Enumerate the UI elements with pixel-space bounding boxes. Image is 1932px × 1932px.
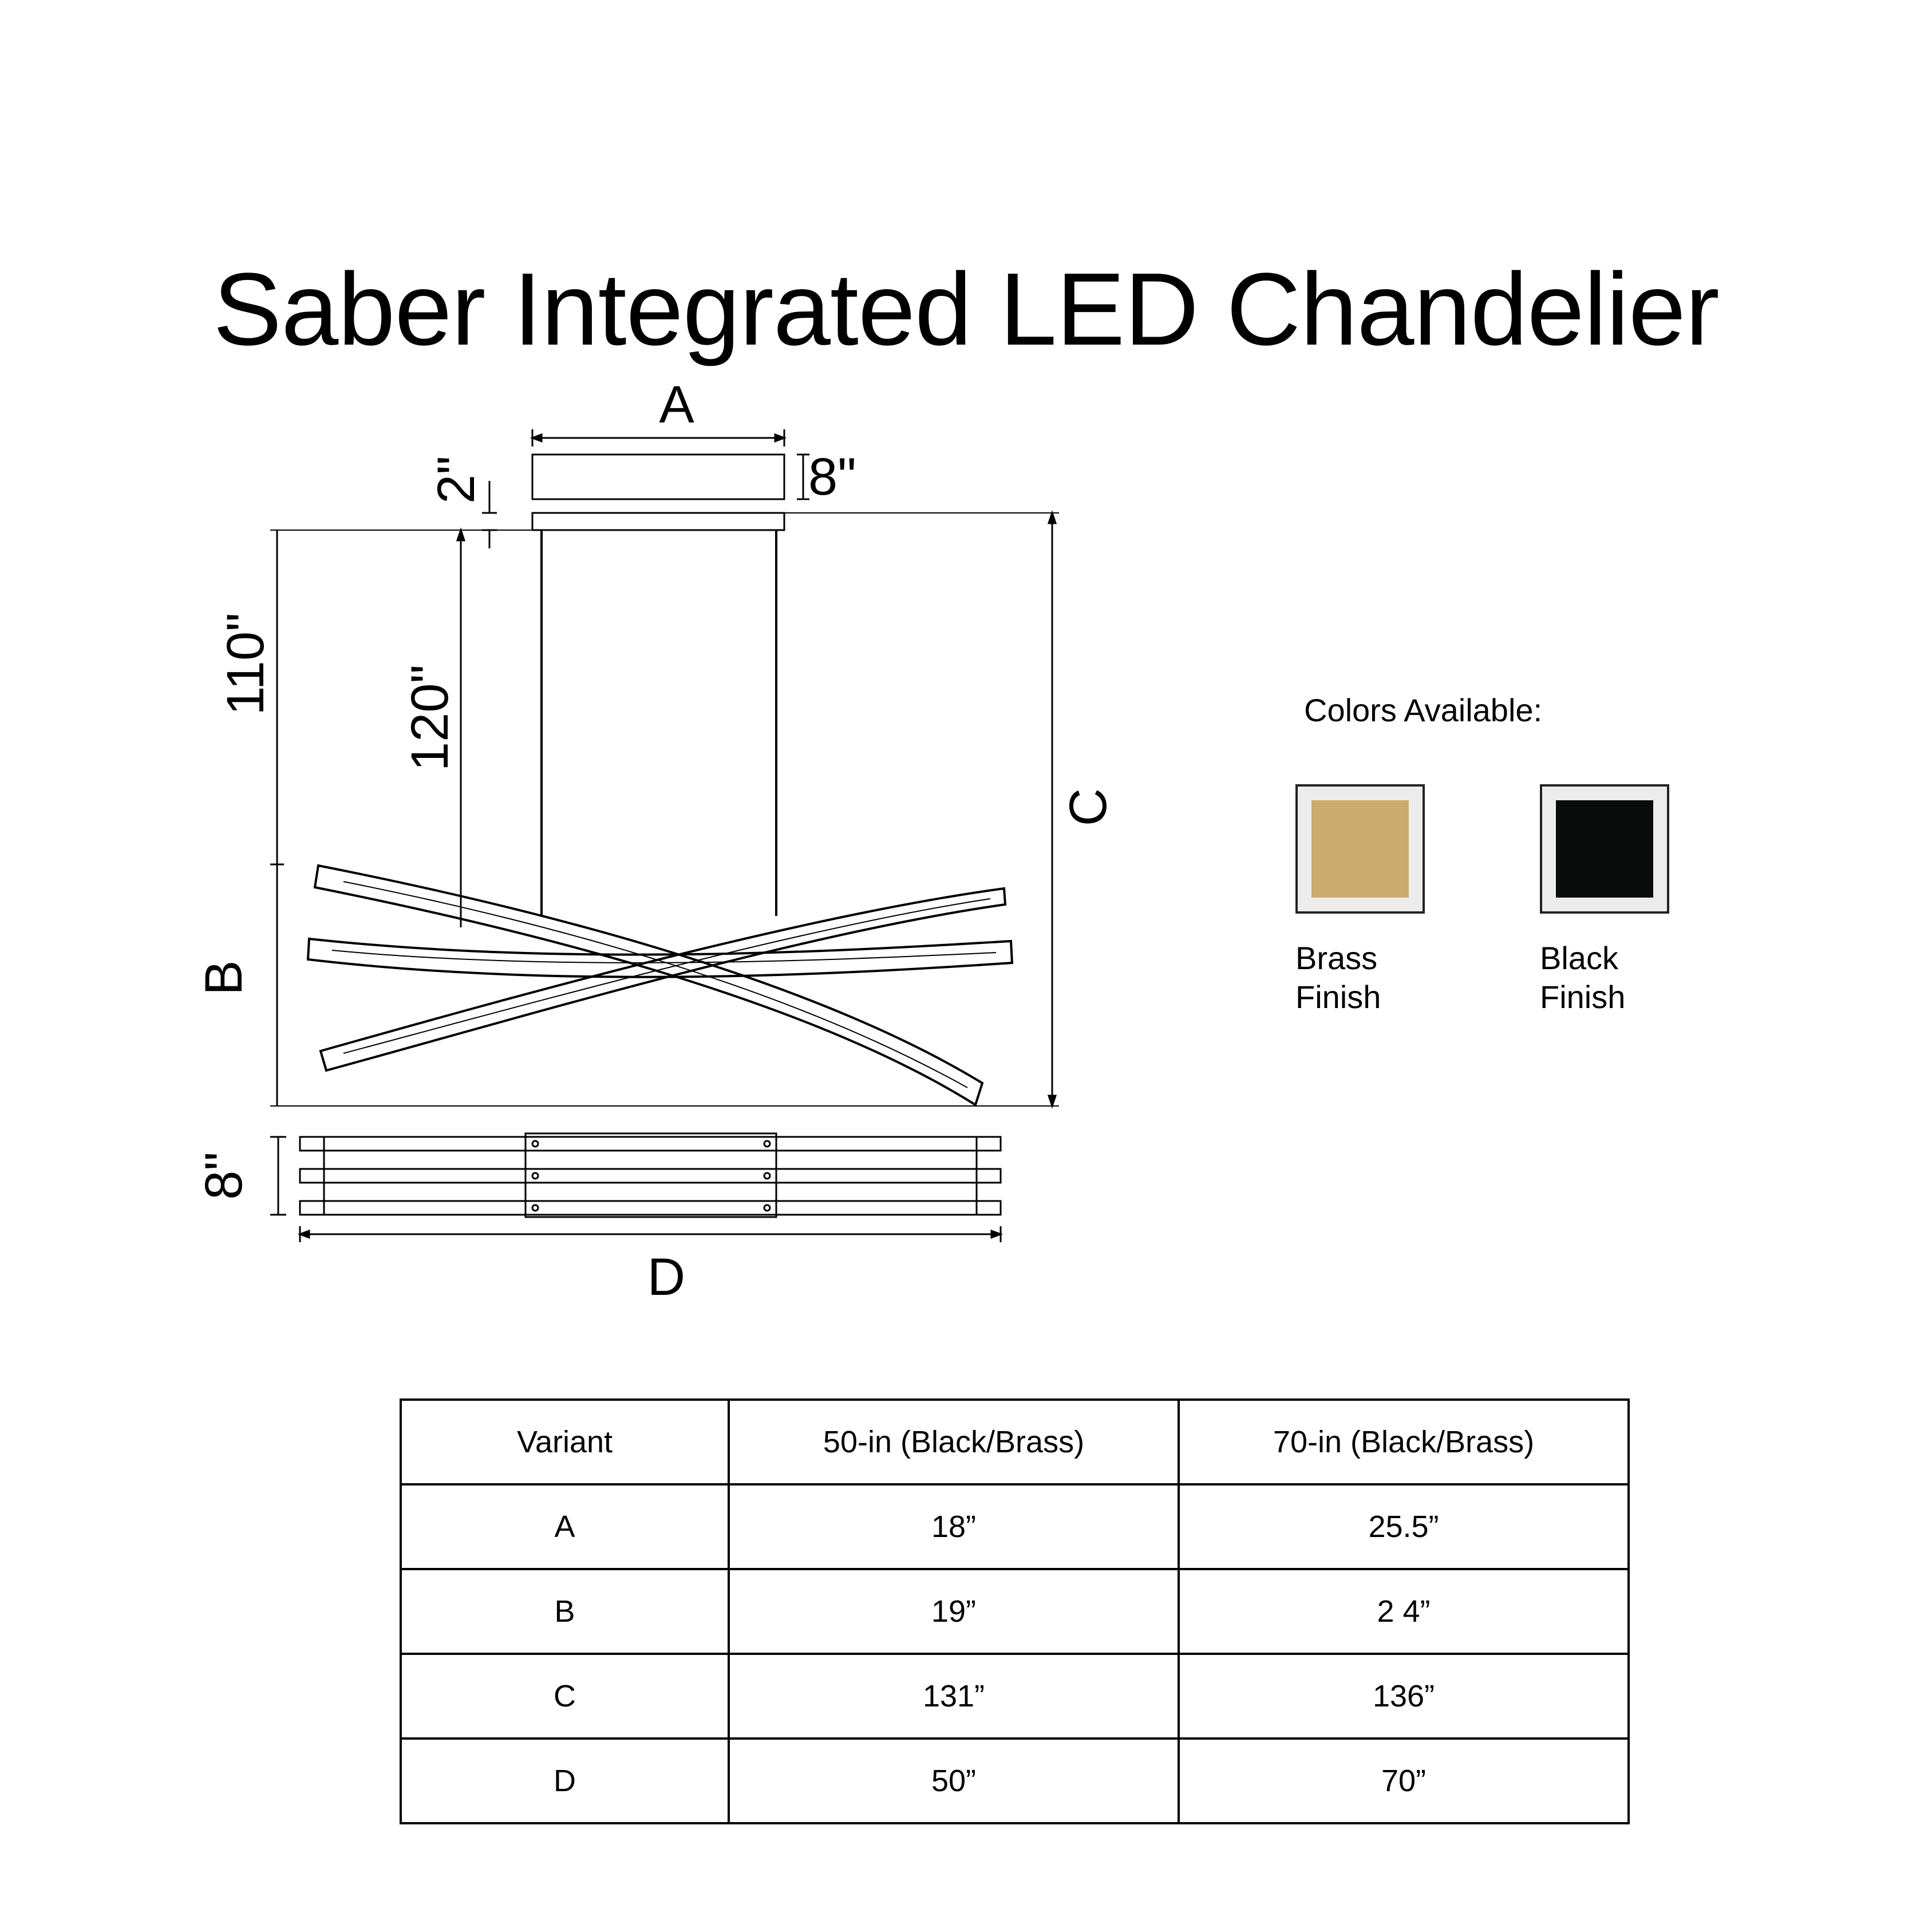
table-header-cell: 70-in (Black/Brass) <box>1178 1398 1630 1485</box>
colors-available-heading: Colors Available: <box>1304 692 1543 728</box>
table-row: B 19” 2 4” <box>400 1568 1630 1655</box>
table-cell: A <box>400 1483 730 1570</box>
table-row: C 131” 136” <box>400 1653 1630 1740</box>
brass-swatch-fill <box>1311 800 1409 898</box>
table-cell: 50” <box>728 1737 1180 1824</box>
dimension-label-side-height: 8" <box>195 1152 253 1200</box>
dimension-label-canopy-height: 8" <box>808 448 856 506</box>
table-row: D 50” 70” <box>400 1737 1630 1824</box>
table-cell: 70” <box>1178 1737 1630 1824</box>
brass-finish-line2: Finish <box>1295 979 1381 1015</box>
table-cell: 18” <box>728 1483 1180 1570</box>
dimension-drawing: A 8" 2" 110" 120" C B 8" D <box>195 376 1117 1306</box>
table-header-cell: Variant <box>400 1398 730 1485</box>
black-finish-line1: Black <box>1540 940 1618 976</box>
black-swatch-fill <box>1556 800 1653 898</box>
black-finish-line2: Finish <box>1540 979 1626 1015</box>
black-swatch[interactable] <box>1540 784 1669 914</box>
dimension-label-gap: 2" <box>427 456 485 504</box>
table-row: A 18” 25.5” <box>400 1483 1630 1570</box>
page-title: Saber Integrated LED Chandelier <box>213 251 1720 367</box>
dimension-label-b: B <box>195 960 253 995</box>
dimension-label-cable-110: 110" <box>216 613 275 715</box>
brass-swatch[interactable] <box>1295 784 1425 914</box>
dimension-label-a: A <box>659 376 694 434</box>
brass-finish-line1: Brass <box>1295 940 1378 976</box>
canopy-plate <box>531 512 785 531</box>
dimension-label-c: C <box>1059 788 1117 826</box>
light-blade-1 <box>313 864 984 1107</box>
table-header-row: Variant 50-in (Black/Brass) 70-in (Black… <box>400 1398 1630 1485</box>
table-cell: 19” <box>728 1568 1180 1655</box>
light-blade-3 <box>319 887 1007 1072</box>
light-blade-2 <box>306 937 1014 978</box>
canopy <box>531 453 785 500</box>
black-finish-caption: Black Finish <box>1540 939 1712 1017</box>
table-cell: C <box>400 1653 730 1740</box>
table-cell: 25.5” <box>1178 1483 1630 1570</box>
table-cell: 136” <box>1178 1653 1630 1740</box>
table-cell: D <box>400 1737 730 1824</box>
table-header-cell: 50-in (Black/Brass) <box>728 1398 1180 1485</box>
table-cell: 131” <box>728 1653 1180 1740</box>
table-cell: 2 4” <box>1178 1568 1630 1655</box>
dimension-label-cable-120: 120" <box>401 665 459 771</box>
table-cell: B <box>400 1568 730 1655</box>
side-view <box>299 1132 1002 1218</box>
brass-finish-caption: Brass Finish <box>1295 939 1467 1017</box>
dimensions-table: Variant 50-in (Black/Brass) 70-in (Black… <box>400 1398 1630 1824</box>
dimension-label-d: D <box>647 1248 685 1306</box>
